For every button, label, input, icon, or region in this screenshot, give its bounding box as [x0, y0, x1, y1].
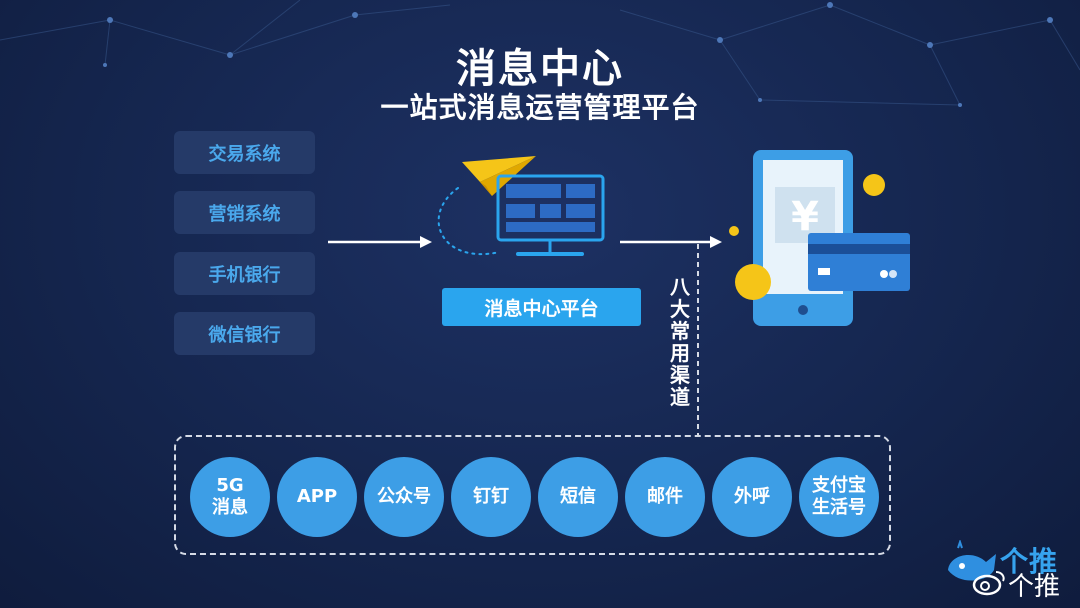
coin-top — [863, 174, 885, 196]
dotted-curve — [437, 187, 501, 255]
channel-dingtalk: 钉钉 — [451, 457, 531, 537]
whale-logo-icon — [948, 540, 996, 581]
network-background — [0, 0, 1080, 107]
channels-container — [174, 435, 891, 555]
weibo-icon — [972, 571, 1005, 596]
channel-official-account: 公众号 — [364, 457, 444, 537]
arrow-to-phone — [620, 236, 722, 248]
source-system-4: 微信银行 — [174, 312, 315, 355]
watermark-brand: 个推 — [1000, 545, 1059, 578]
currency-symbol: ¥ — [791, 194, 819, 240]
source-system-3: 手机银行 — [174, 252, 315, 295]
channel-5g-message: 5G 消息 — [190, 457, 270, 537]
watermark-weibo-name: 个推 — [1008, 572, 1061, 602]
credit-card-icon — [808, 233, 910, 291]
source-system-2: 营销系统 — [174, 191, 315, 234]
page-subtitle: 一站式消息运营管理平台 — [380, 91, 700, 124]
source-system-1: 交易系统 — [174, 131, 315, 174]
channel-outbound-call: 外呼 — [712, 457, 792, 537]
coin-large — [735, 264, 771, 300]
channel-link-label: 八大常用渠道 — [670, 275, 690, 409]
channel-alipay-life: 支付宝 生活号 — [799, 457, 879, 537]
coin-small — [729, 226, 739, 236]
channel-sms: 短信 — [538, 457, 618, 537]
platform-label: 消息中心平台 — [442, 288, 641, 326]
channel-app: APP — [277, 457, 357, 537]
page-title: 消息中心 — [456, 46, 624, 92]
channel-email: 邮件 — [625, 457, 705, 537]
arrow-to-platform — [328, 236, 432, 248]
monitor-icon — [496, 174, 605, 256]
